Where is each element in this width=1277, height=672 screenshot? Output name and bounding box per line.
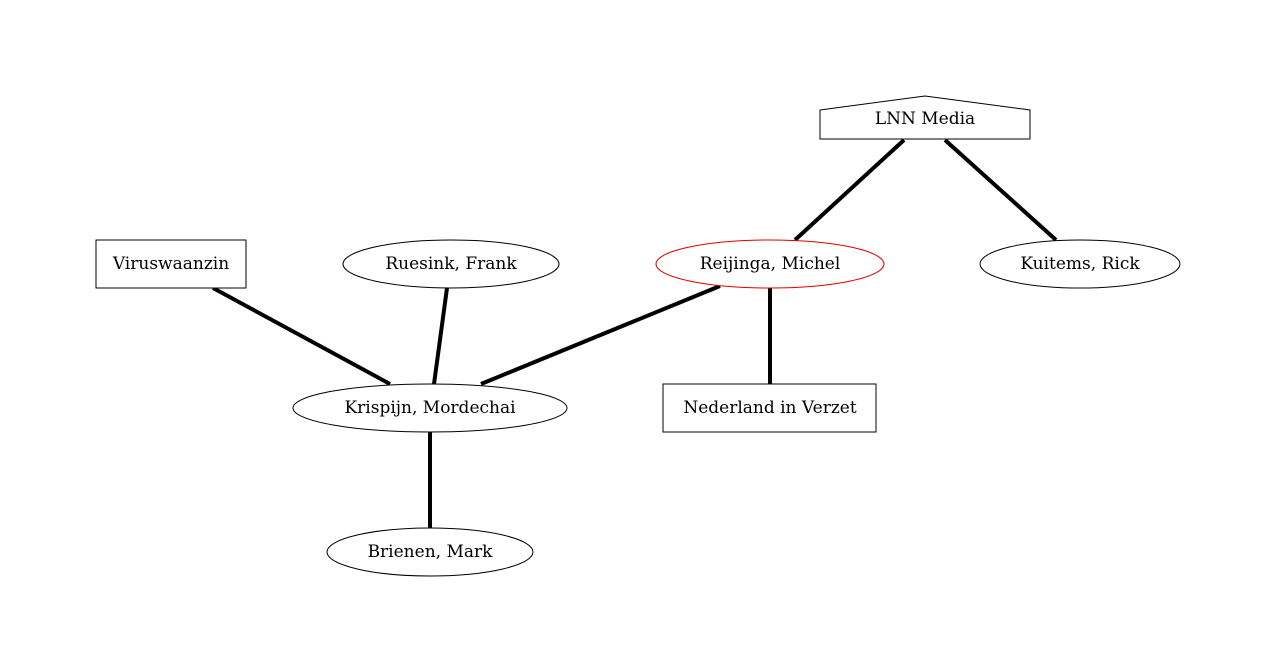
node-nederland-in-verzet[interactable]: Nederland in Verzet xyxy=(662,383,877,433)
edge-lnn-media-kuitems xyxy=(943,138,1058,242)
edge-viruswaanzin-krispijn xyxy=(212,286,391,386)
node-kuitems[interactable]: Kuitems, Rick xyxy=(979,239,1181,289)
node-viruswaanzin[interactable]: Viruswaanzin xyxy=(95,239,247,289)
box-shape xyxy=(95,239,247,289)
node-label: Brienen, Mark xyxy=(368,542,494,562)
node-label: LNN Media xyxy=(875,109,975,129)
node-label: Viruswaanzin xyxy=(112,254,229,274)
ellipse-shape xyxy=(979,239,1181,289)
node-lnn-media[interactable]: LNN Media xyxy=(819,95,1031,140)
node-label: Ruesink, Frank xyxy=(385,254,517,274)
ellipse-shape xyxy=(292,383,568,433)
node-label: Nederland in Verzet xyxy=(683,398,857,418)
edge-lnn-media-reijinga xyxy=(793,138,906,242)
ellipse-shape xyxy=(342,239,560,289)
edge-ruesink-krispijn xyxy=(432,287,449,385)
node-ruesink[interactable]: Ruesink, Frank xyxy=(342,239,560,289)
node-label: Krispijn, Mordechai xyxy=(344,398,516,418)
house-shape xyxy=(819,95,1031,140)
node-label: Kuitems, Rick xyxy=(1020,254,1140,274)
node-krispijn[interactable]: Krispijn, Mordechai xyxy=(292,383,568,433)
ellipse-shape xyxy=(655,239,885,289)
node-brienen[interactable]: Brienen, Mark xyxy=(326,527,534,577)
node-reijinga[interactable]: Reijinga, Michel xyxy=(655,239,885,289)
box-shape xyxy=(662,383,877,433)
edge-reijinga-krispijn xyxy=(480,284,721,386)
node-label: Reijinga, Michel xyxy=(700,254,841,274)
ellipse-shape xyxy=(326,527,534,577)
edges xyxy=(212,138,1058,528)
